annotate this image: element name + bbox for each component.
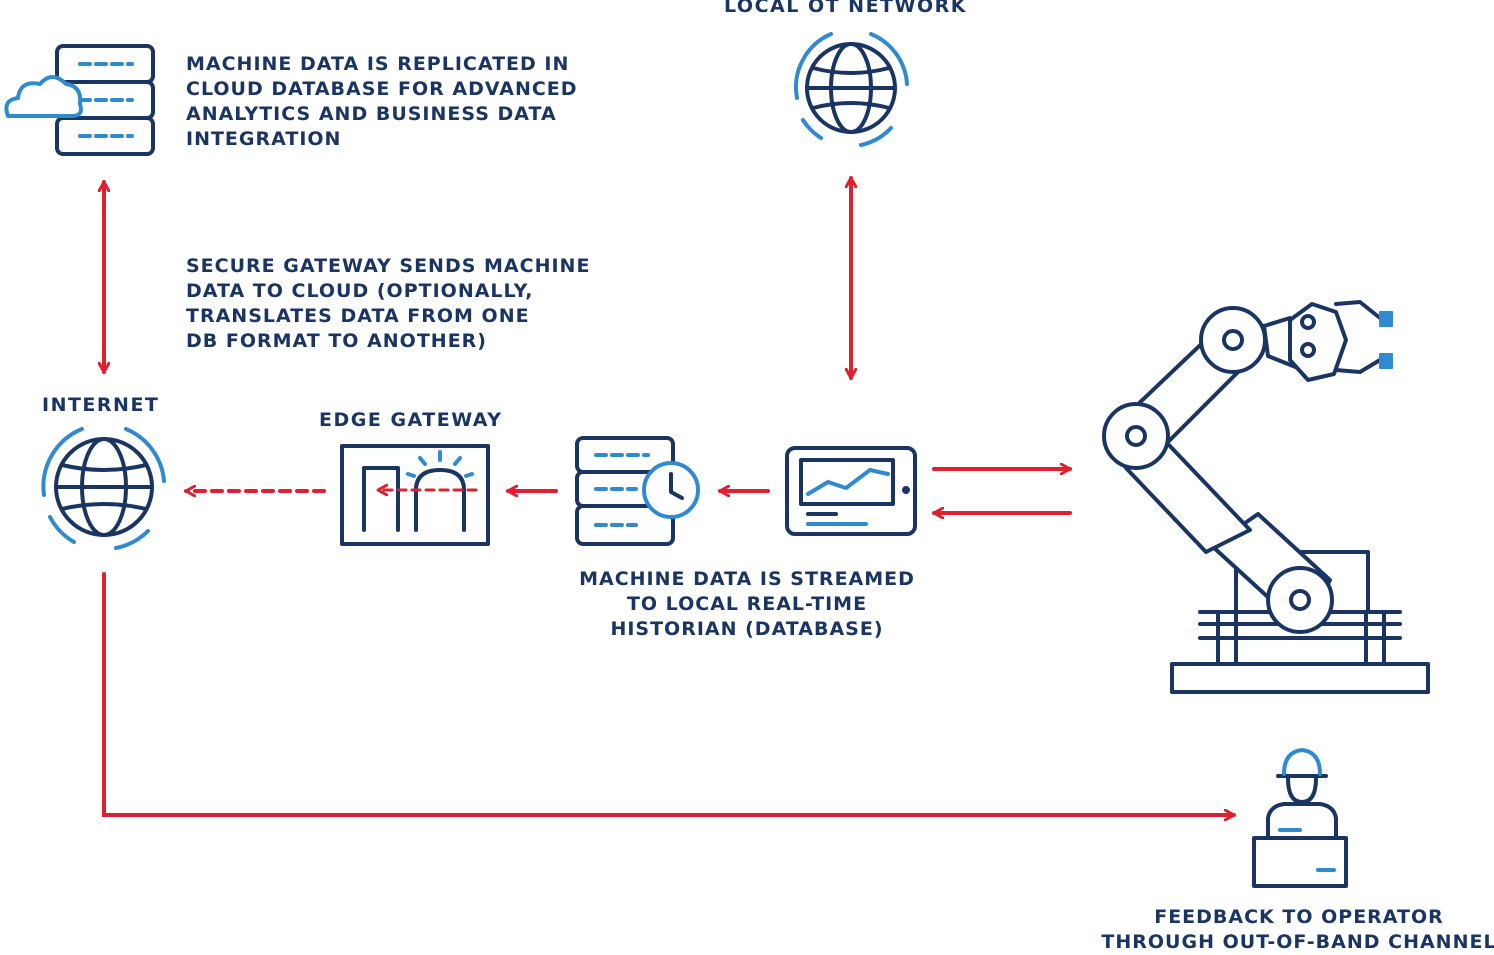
globe-icon [794, 32, 909, 147]
secure-gateway-text: SECURE GATEWAY SENDS MACHINE DATA TO CLO… [186, 255, 591, 352]
edge-gateway-label: EDGE GATEWAY [319, 409, 503, 431]
historian-database-clock-icon [575, 436, 700, 546]
operator-icon [1252, 748, 1348, 888]
hmi-tablet-icon [785, 446, 917, 536]
local-ot-network-label: LOCAL OT NETWORK [724, 0, 967, 17]
cloud-replication-text: MACHINE DATA IS REPLICATED IN CLOUD DATA… [186, 53, 578, 150]
feedback-operator-text: FEEDBACK TO OPERATOR THROUGH OUT-OF-BAND… [1101, 906, 1494, 953]
internet-label: INTERNET [42, 394, 160, 416]
globe-icon [41, 427, 166, 550]
streamed-historian-text: MACHINE DATA IS STREAMED TO LOCAL REAL-T… [579, 568, 915, 640]
edge-gateway-icon [340, 444, 490, 546]
internet-to-operator-link [102, 572, 1236, 815]
cloud-database-icon [4, 44, 155, 156]
robot-arm-icon [1102, 300, 1430, 694]
connectors [102, 176, 1236, 815]
